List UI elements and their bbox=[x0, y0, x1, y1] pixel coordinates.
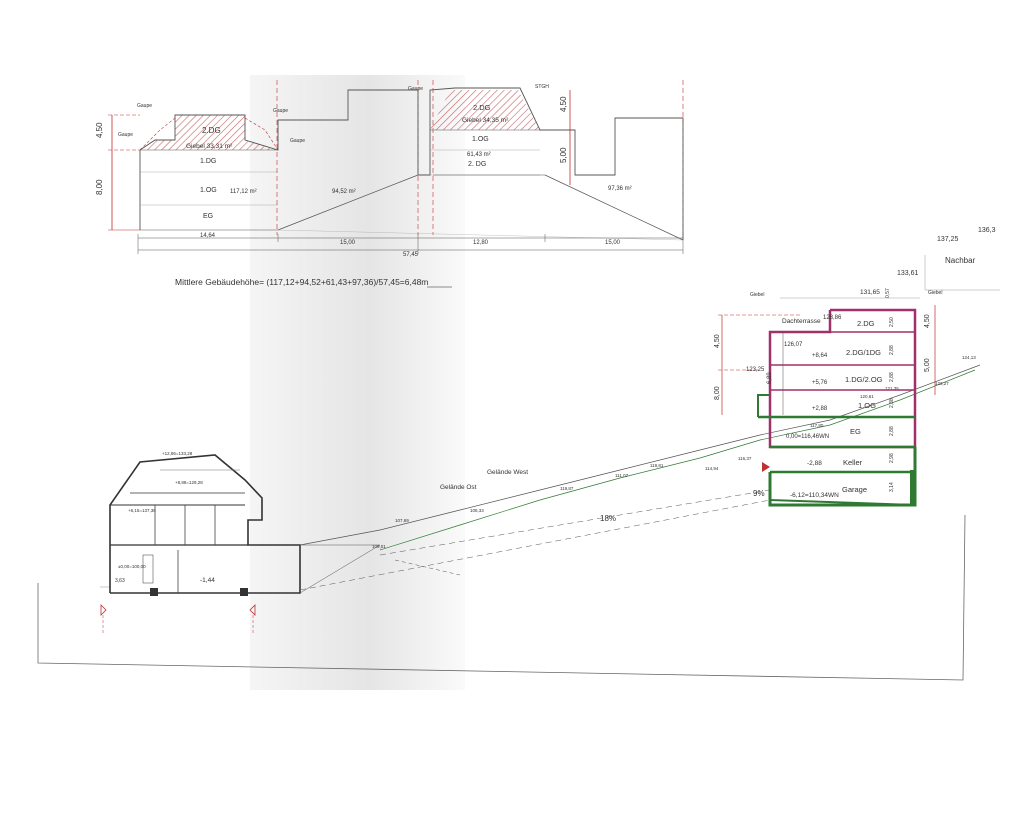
spot-level: 121,35 bbox=[885, 386, 899, 391]
dim-bottom-2: 15,00 bbox=[340, 240, 356, 246]
label-giebel-a: Giebel bbox=[750, 292, 764, 298]
label-gelaende-ost: Gelände Ost bbox=[440, 484, 477, 491]
dim-left-lower: 8,00 bbox=[95, 179, 104, 195]
dim-right-upper: 4,50 bbox=[559, 96, 568, 112]
kote-existing-3: +6,15=137,36 bbox=[128, 508, 156, 513]
spot-level: 107,69 bbox=[395, 518, 409, 523]
dim-left-upper: 4,50 bbox=[95, 122, 104, 138]
formula-mean-height: Mittlere Gebäudehöhe= (117,12+94,52+61,4… bbox=[175, 277, 428, 287]
label-gelaende-west: Gelände West bbox=[487, 469, 528, 476]
label-gaupe-2: Gaupe bbox=[118, 132, 133, 138]
spot-levels: 124,13 123,27 121,35 120,61 117,80 116,3… bbox=[372, 355, 976, 549]
label-2dg-right-b: 2. DG bbox=[468, 161, 486, 168]
label-gaupe-3: Gaupe bbox=[273, 108, 288, 114]
dim-section-lower: 8,00 bbox=[714, 386, 721, 400]
spot-level: 123,27 bbox=[935, 381, 949, 386]
kote-existing-2: +8,88=129,28 bbox=[175, 480, 203, 485]
site-section: +12,96=133,28 +8,88=129,28 +6,15=137,36 … bbox=[37, 227, 1000, 681]
label-stgh: STGH bbox=[535, 84, 549, 90]
floor-h-6: 2,98 bbox=[889, 453, 895, 463]
top-level-3: 133,61 bbox=[897, 270, 919, 277]
floor-keller: Keller bbox=[843, 458, 863, 467]
top-level-2: 136,3 bbox=[978, 227, 996, 234]
dim-bottom-total: 57,45 bbox=[403, 252, 419, 258]
floor-1dg-2og: 1.DG/2.OG bbox=[845, 375, 883, 384]
label-slope-18: 18% bbox=[600, 514, 616, 523]
label-giebel-left: Giebel 33,31 m² bbox=[186, 143, 233, 150]
spot-level: 119,81 bbox=[650, 463, 664, 468]
new-building: 137,25 136,3 133,61 131,65 Nachbar Giebe… bbox=[714, 227, 1000, 507]
top-level-1: 137,25 bbox=[937, 236, 959, 243]
floor-2dg-1dg: 2.DG/1DG bbox=[846, 348, 881, 357]
floor-h-1: 2,50 bbox=[889, 317, 895, 327]
floor-2dg: 2.DG bbox=[857, 319, 875, 328]
floor-h-2: 2,88 bbox=[889, 345, 895, 355]
label-2dg-right: 2.DG bbox=[473, 103, 491, 112]
label-gaupe-4: Gaupe bbox=[290, 138, 305, 144]
label-giebel-right: Giebel 34,35 m² bbox=[462, 117, 509, 124]
dim-section-right-upper: 4,50 bbox=[924, 314, 931, 328]
spot-level: 120,61 bbox=[860, 394, 874, 399]
dim-section-right-lower: 5,00 bbox=[924, 358, 931, 372]
dim-right-lower: 5,00 bbox=[559, 147, 568, 163]
label-area-97: 97,36 m² bbox=[608, 186, 632, 192]
spot-level: 116,37 bbox=[738, 456, 752, 461]
floor-eg-rel: 0,00=116,46WN bbox=[786, 434, 829, 440]
kote-12886: 128,86 bbox=[823, 315, 842, 321]
label-slope-9: 9% bbox=[753, 489, 765, 498]
label-1dg: 1.DG bbox=[200, 158, 216, 165]
floor-h-3: 2,88 bbox=[889, 372, 895, 382]
spot-level: 119,87 bbox=[560, 486, 574, 491]
label-1og-right: 1.OG bbox=[472, 136, 489, 143]
label-area-94: 94,52 m² bbox=[332, 189, 356, 195]
floor-garage-rel: -6,12=110,34WN bbox=[790, 492, 839, 499]
kote-existing-1: +12,96=133,28 bbox=[162, 451, 193, 456]
floor-h-7: 3,14 bbox=[889, 482, 895, 492]
kote-existing-6: 3,63 bbox=[115, 578, 125, 584]
top-level-4: 131,65 bbox=[860, 289, 880, 296]
dim-section-mid: 6,89 bbox=[767, 372, 773, 384]
floor-keller-rel: -2,88 bbox=[807, 460, 822, 467]
dim-section-upper: 4,50 bbox=[714, 334, 721, 348]
kote-12607: 126,07 bbox=[784, 342, 803, 348]
spot-level: 111,07 bbox=[615, 473, 629, 478]
kote-existing-4: ±0,00=100,00 bbox=[118, 564, 146, 569]
floor-garage: Garage bbox=[842, 485, 867, 494]
dim-section-small: 0,57 bbox=[885, 288, 891, 298]
floor-1dg-2og-rel: +5,76 bbox=[812, 380, 828, 386]
dim-bottom-1: 14,64 bbox=[200, 233, 216, 239]
floor-h-5: 2,88 bbox=[889, 426, 895, 436]
label-1og: 1.OG bbox=[200, 187, 217, 194]
kote-existing-5: -1,44 bbox=[200, 577, 215, 584]
label-eg: EG bbox=[203, 213, 213, 220]
dim-bottom-4: 15,00 bbox=[605, 240, 621, 246]
label-gaupe-5: Gaupe bbox=[408, 86, 423, 92]
label-gaupe-1: Gaupe bbox=[137, 103, 152, 109]
spot-level: 124,13 bbox=[962, 355, 976, 360]
dim-bottom-3: 12,80 bbox=[473, 240, 489, 246]
spot-level: 117,80 bbox=[810, 423, 824, 428]
spot-level: 109,01 bbox=[372, 544, 386, 549]
label-dachterrasse: Dachterrasse bbox=[782, 318, 821, 325]
label-area-61: 61,43 m² bbox=[467, 152, 491, 158]
floor-2dg-1dg-rel: +8,64 bbox=[812, 353, 828, 359]
existing-building: +12,96=133,28 +8,88=129,28 +6,15=137,36 … bbox=[100, 451, 381, 635]
floor-eg: EG bbox=[850, 427, 861, 436]
elevation-diagram: 4,50 8,00 4,50 5,00 Gaupe Gaupe Gaupe bbox=[95, 80, 684, 288]
spot-level: 114,94 bbox=[705, 466, 719, 471]
label-2dg-left: 2.DG bbox=[202, 126, 221, 135]
label-area-117: 117,12 m² bbox=[230, 189, 257, 195]
floor-1og-rel: +2,88 bbox=[812, 406, 828, 412]
label-nachbar: Nachbar bbox=[945, 256, 976, 265]
spot-level: 108,33 bbox=[470, 508, 484, 513]
floor-1og: 1.OG bbox=[858, 401, 876, 410]
label-giebel-b: Giebel bbox=[928, 290, 942, 296]
floor-h-4: 2,88 bbox=[889, 398, 895, 408]
